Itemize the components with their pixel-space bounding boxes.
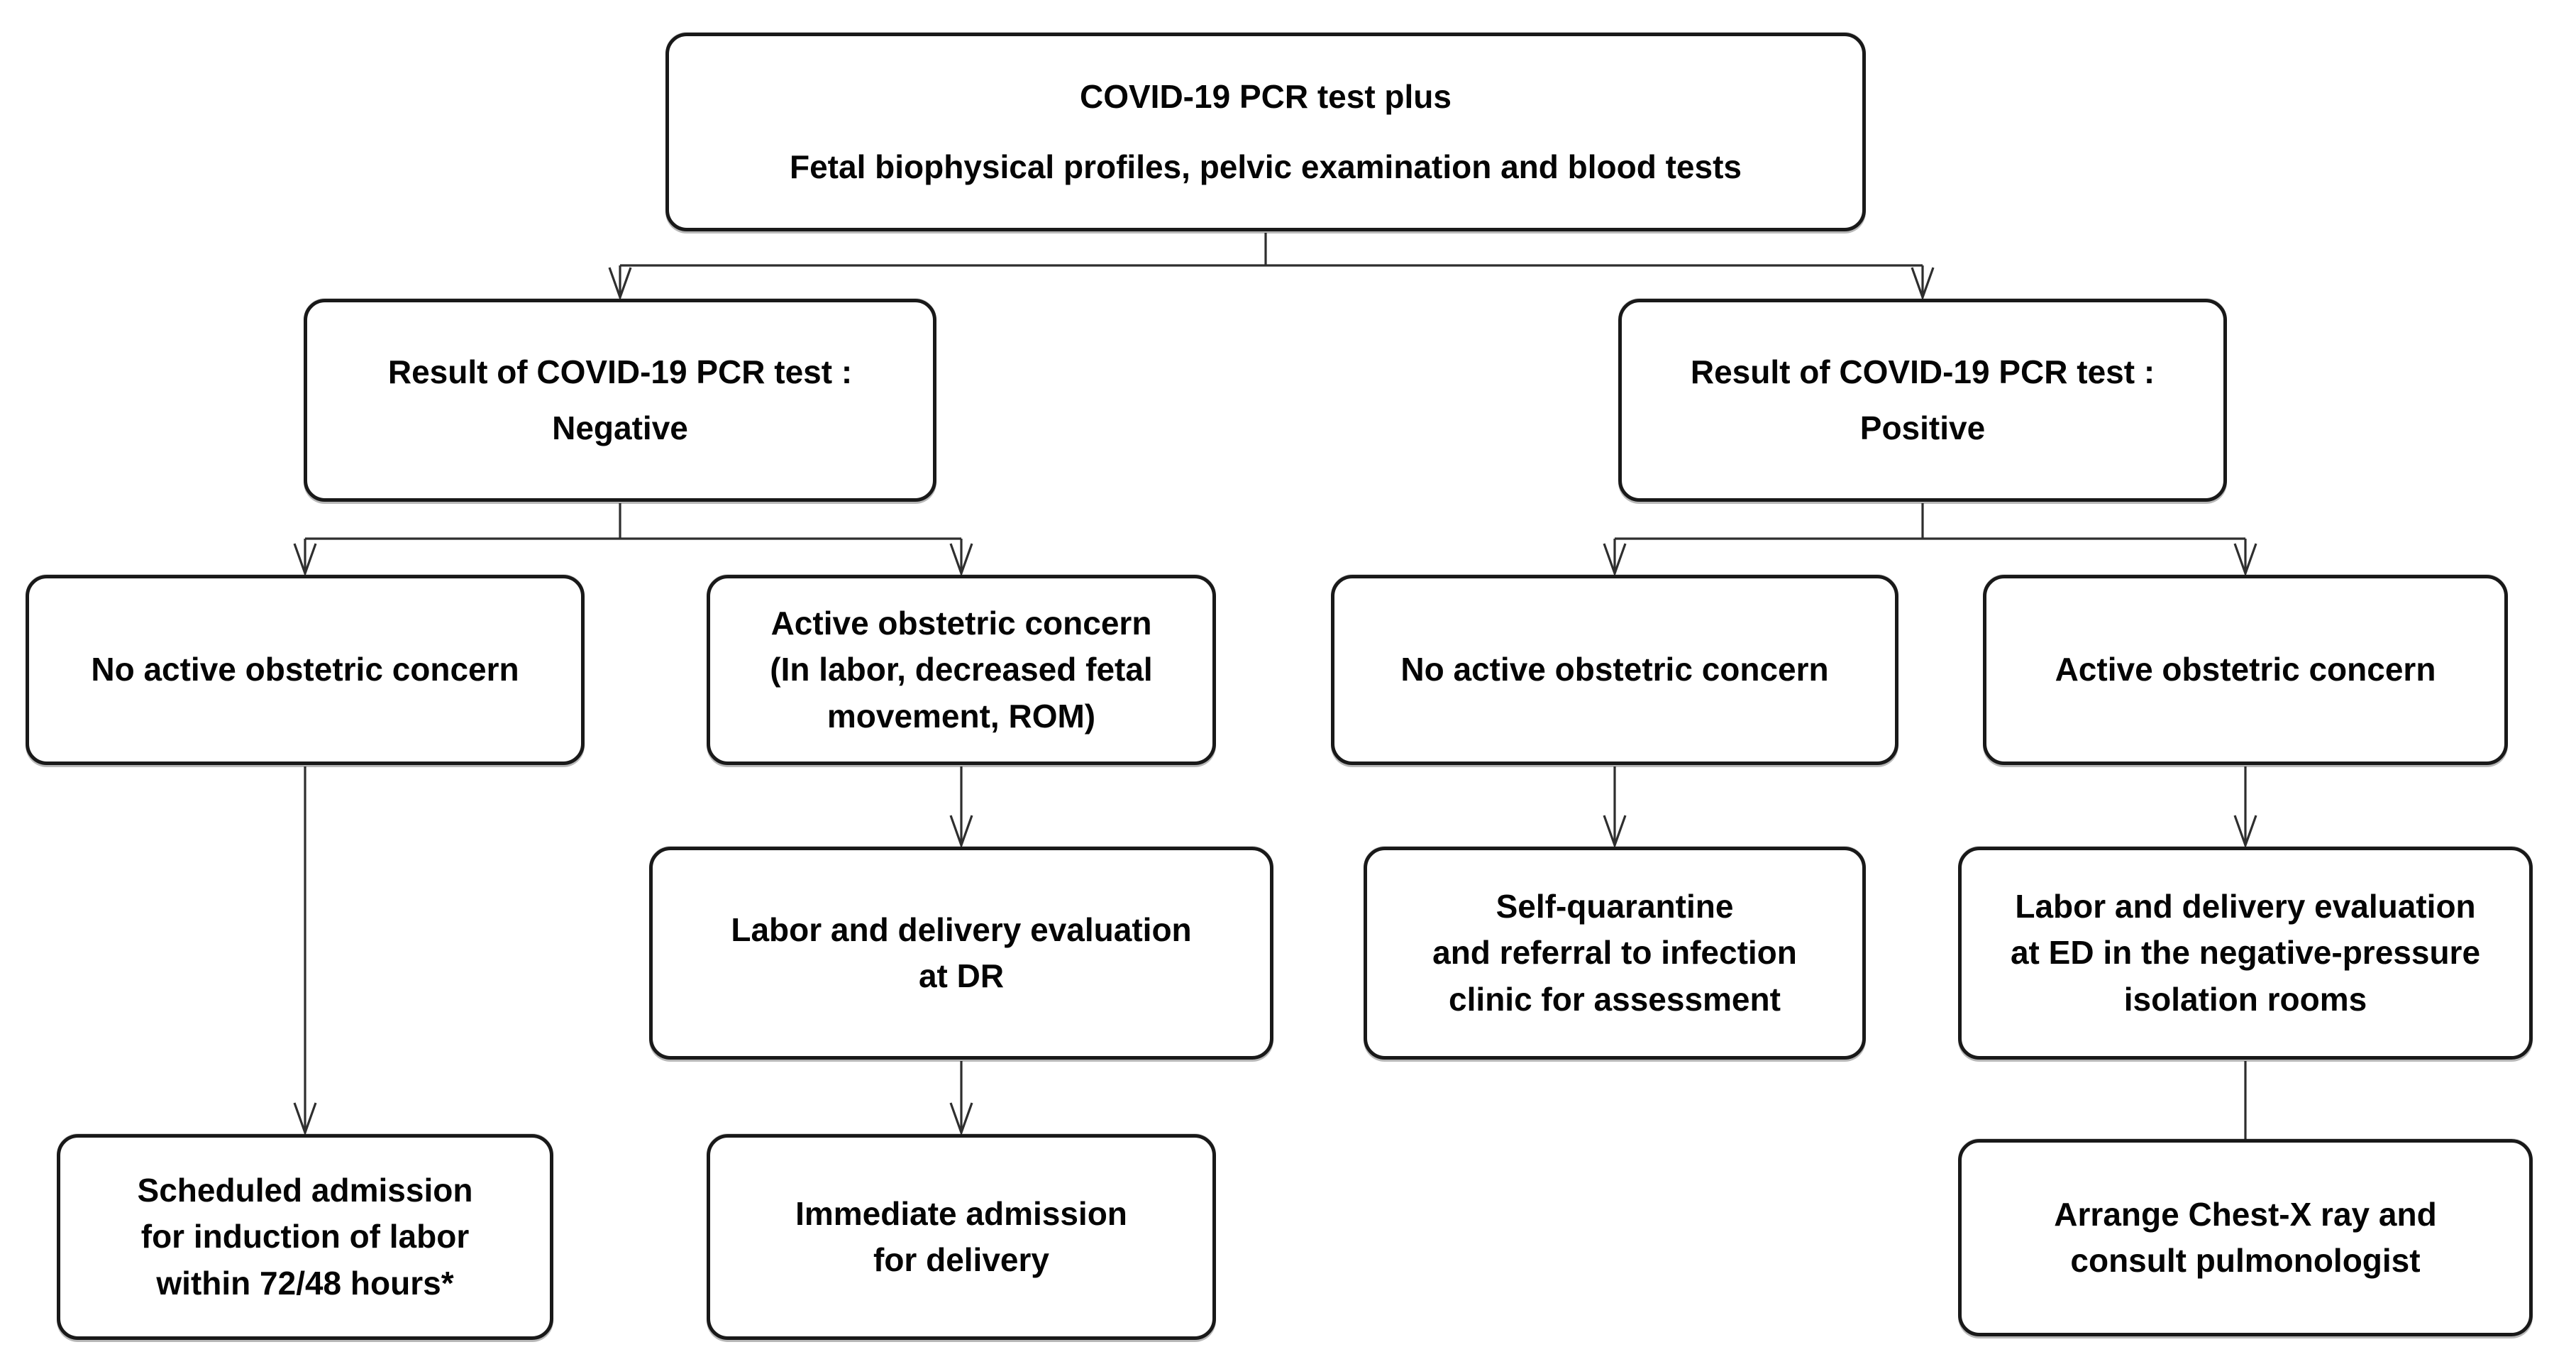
node-scheduled-admission-induction: Scheduled admission for induction of lab… (57, 1134, 553, 1340)
node-text-line: Arrange Chest-X ray and (2054, 1195, 2437, 1233)
node-text-line: Self-quarantine (1496, 888, 1734, 925)
node-text-line: Active obstetric concern (2055, 651, 2436, 688)
node-text-line: at ED in the negative-pressure (2010, 934, 2481, 972)
edge-positive-split (1603, 503, 2257, 577)
arrowhead-to-ed-evaluation (2233, 815, 2257, 849)
node-immediate-admission-delivery: Immediate admission for delivery (707, 1134, 1216, 1340)
node-text-line: COVID-19 PCR test plus (1080, 77, 1452, 115)
edge-pos-no-to-self-quarantine (1603, 766, 1627, 849)
node-positive-no-active-concern: No active obstetric concern (1331, 575, 1898, 765)
edge-pos-active-to-ed (2233, 766, 2257, 849)
edge-dr-to-immediate (949, 1061, 973, 1136)
node-text-line: Labor and delivery evaluation (2015, 888, 2476, 925)
node-negative-active-concern: Active obstetric concern (In labor, decr… (707, 575, 1216, 765)
arrowhead-to-immediate-admission (949, 1102, 973, 1136)
node-text-line: Result of COVID-19 PCR test : (387, 353, 853, 390)
node-text-line: and referral to infection (1432, 934, 1797, 972)
node-positive-active-concern: Active obstetric concern (1983, 575, 2508, 765)
arrowhead-to-pos-active-concern (2233, 543, 2257, 577)
node-text-line: within 72/48 hours* (156, 1264, 454, 1302)
node-text-line: isolation rooms (2123, 980, 2367, 1018)
edge-neg-active-to-dr (949, 766, 973, 849)
node-text-line: Negative (552, 409, 688, 446)
node-text-line: Scheduled admission (137, 1172, 473, 1209)
node-negative-no-active-concern: No active obstetric concern (26, 575, 585, 765)
node-self-quarantine-referral: Self-quarantine and referral to infectio… (1364, 847, 1866, 1060)
node-text-line: at DR (918, 957, 1005, 994)
arrowhead-to-neg-no-concern (293, 543, 317, 577)
node-text-line: No active obstetric concern (1400, 651, 1829, 688)
arrowhead-to-self-quarantine (1603, 815, 1627, 849)
node-text-line: No active obstetric concern (91, 651, 519, 688)
edge-neg-no-to-scheduled (293, 766, 317, 1136)
node-labor-delivery-evaluation-ed: Labor and delivery evaluation at ED in t… (1958, 847, 2533, 1060)
node-text-line: Immediate admission (795, 1194, 1127, 1232)
node-text-line: clinic for assessment (1449, 980, 1781, 1018)
node-text-line: Labor and delivery evaluation (731, 911, 1192, 948)
node-text-line: Fetal biophysical profiles, pelvic exami… (790, 148, 1742, 185)
arrowhead-to-negative (608, 267, 632, 301)
arrowhead-to-dr-evaluation (949, 815, 973, 849)
node-chest-xray-pulmonologist: Arrange Chest-X ray and consult pulmonol… (1958, 1139, 2533, 1336)
node-text-line: (In labor, decreased fetal (770, 651, 1153, 688)
node-pcr-test-plus-workup: COVID-19 PCR test plus Fetal biophysical… (665, 33, 1866, 231)
node-text-line: Positive (1859, 409, 1986, 446)
arrowhead-to-scheduled-admission (293, 1102, 317, 1136)
node-text-line: Result of COVID-19 PCR test : (1690, 353, 2155, 390)
node-text-line: consult pulmonologist (2070, 1242, 2421, 1279)
node-text-line: for induction of labor (140, 1218, 470, 1255)
edge-root-split (608, 233, 1935, 301)
node-pcr-result-positive: Result of COVID-19 PCR test : Positive (1618, 299, 2227, 502)
node-pcr-result-negative: Result of COVID-19 PCR test : Negative (304, 299, 936, 502)
node-text-line: movement, ROM) (827, 697, 1096, 735)
arrowhead-to-positive (1911, 267, 1935, 301)
arrowhead-to-neg-active-concern (949, 543, 973, 577)
node-text-line: Active obstetric concern (770, 605, 1152, 642)
node-text-line: for delivery (873, 1241, 1049, 1278)
edge-negative-split (293, 503, 973, 577)
node-labor-delivery-evaluation-dr: Labor and delivery evaluation at DR (649, 847, 1273, 1060)
arrowhead-to-pos-no-concern (1603, 543, 1627, 577)
